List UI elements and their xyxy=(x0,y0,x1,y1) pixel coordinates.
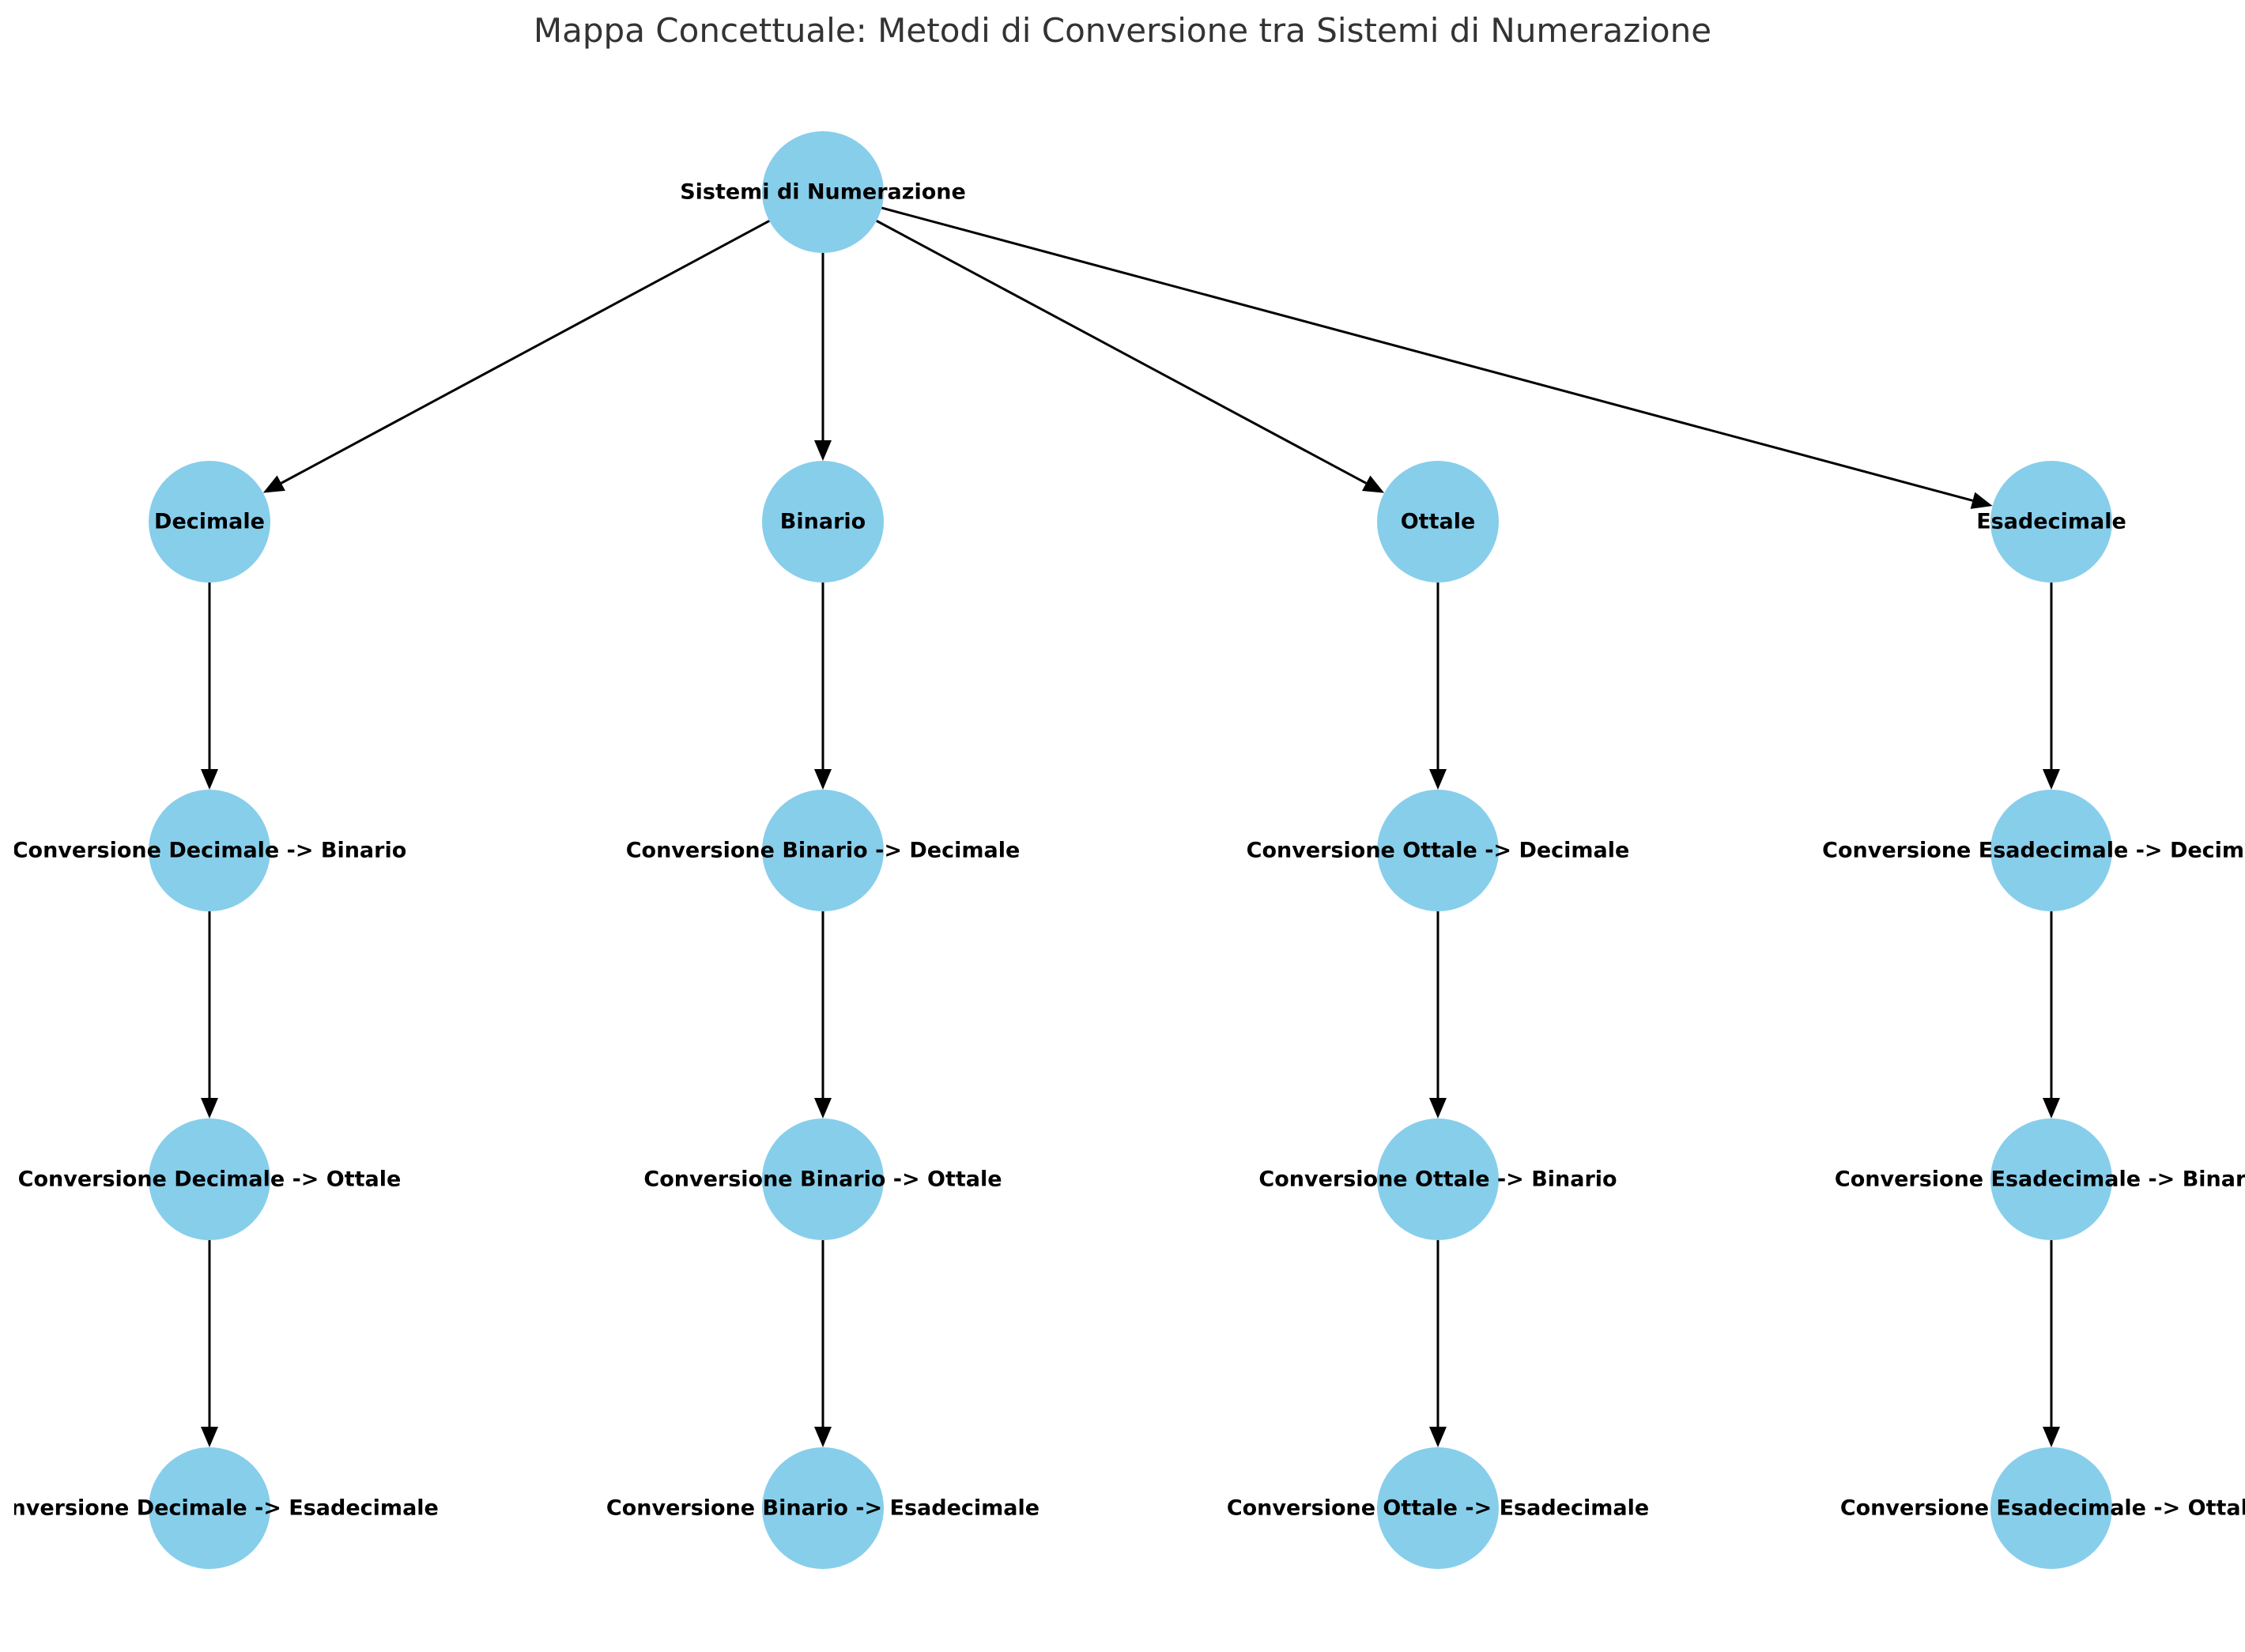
node-hex-bin: Conversione Esadecimale -> Binario xyxy=(1835,1118,2245,1240)
arrow-head-icon xyxy=(1429,1427,1447,1447)
node-oct: Ottale xyxy=(1377,461,1499,583)
edge-bin_dec-to-bin_oct xyxy=(814,911,832,1118)
node-circle xyxy=(1990,1118,2112,1240)
edge-root-to-hex xyxy=(881,206,1993,509)
node-label: Conversione Esadecimale -> Decimale xyxy=(1822,839,2245,863)
edge-line xyxy=(881,206,1973,502)
node-circle xyxy=(149,1118,270,1240)
node-hex-dec: Conversione Esadecimale -> Decimale xyxy=(1822,790,2245,911)
arrow-head-icon xyxy=(814,769,832,790)
edge-hex_bin-to-hex_oct xyxy=(2043,1240,2060,1447)
node-dec-hex: Conversione Decimale -> Esadecimale xyxy=(0,1447,439,1569)
edge-dec_oct-to-dec_hex xyxy=(201,1240,218,1447)
node-bin: Binario xyxy=(762,461,884,583)
node-hex-oct: Conversione Esadecimale -> Ottale xyxy=(1840,1447,2245,1569)
node-bin-oct: Conversione Binario -> Ottale xyxy=(643,1118,1002,1240)
node-bin-dec: Conversione Binario -> Decimale xyxy=(626,790,1021,911)
node-label: Conversione Decimale -> Esadecimale xyxy=(0,1496,439,1521)
node-label: Conversione Binario -> Esadecimale xyxy=(606,1496,1039,1521)
node-dec-bin: Conversione Decimale -> Binario xyxy=(13,790,407,911)
node-label: Conversione Decimale -> Binario xyxy=(13,839,407,863)
edge-root-to-bin xyxy=(814,253,832,461)
node-label: Conversione Ottale -> Decimale xyxy=(1247,839,1630,863)
node-oct-bin: Conversione Ottale -> Binario xyxy=(1258,1118,1617,1240)
arrow-head-icon xyxy=(201,769,218,790)
node-label: Conversione Esadecimale -> Binario xyxy=(1835,1167,2245,1192)
edge-dec_bin-to-dec_oct xyxy=(201,911,218,1118)
arrow-head-icon xyxy=(814,1427,832,1447)
arrow-head-icon xyxy=(201,1098,218,1118)
node-label: Conversione Ottale -> Esadecimale xyxy=(1227,1496,1649,1521)
node-label: Conversione Binario -> Ottale xyxy=(643,1167,1002,1192)
edge-line xyxy=(281,220,770,485)
arrow-head-icon xyxy=(201,1427,218,1447)
node-root: Sistemi di Numerazione xyxy=(680,131,966,253)
diagram-title: Mappa Concettuale: Metodi di Conversione… xyxy=(534,11,1711,50)
node-label: Conversione Ottale -> Binario xyxy=(1258,1167,1617,1192)
edge-hex-to-hex_dec xyxy=(2043,583,2060,790)
node-circle xyxy=(149,790,270,911)
node-label: Ottale xyxy=(1401,510,1476,534)
arrow-head-icon xyxy=(2043,769,2060,790)
edge-line xyxy=(876,220,1367,485)
node-circle xyxy=(762,461,884,583)
edge-oct_bin-to-oct_hex xyxy=(1429,1240,1447,1447)
node-oct-dec: Conversione Ottale -> Decimale xyxy=(1247,790,1630,911)
arrow-head-icon xyxy=(2043,1098,2060,1118)
arrow-head-icon xyxy=(262,475,285,493)
node-label: Esadecimale xyxy=(1976,510,2126,534)
node-circle xyxy=(1990,1447,2112,1569)
node-oct-hex: Conversione Ottale -> Esadecimale xyxy=(1227,1447,1649,1569)
node-circle xyxy=(1990,461,2112,583)
node-circle xyxy=(1377,1118,1499,1240)
arrow-head-icon xyxy=(814,440,832,461)
arrow-head-icon xyxy=(1429,1098,1447,1118)
edges-layer xyxy=(201,206,2060,1447)
node-label: Sistemi di Numerazione xyxy=(680,180,966,205)
edge-hex_dec-to-hex_bin xyxy=(2043,911,2060,1118)
node-circle xyxy=(149,1447,270,1569)
arrow-head-icon xyxy=(814,1098,832,1118)
node-label: Conversione Binario -> Decimale xyxy=(626,839,1021,863)
node-label: Conversione Esadecimale -> Ottale xyxy=(1840,1496,2245,1521)
node-circle xyxy=(1377,461,1499,583)
arrow-head-icon xyxy=(2043,1427,2060,1447)
node-circle xyxy=(762,1447,884,1569)
edge-dec-to-dec_bin xyxy=(201,583,218,790)
node-circle xyxy=(1377,1447,1499,1569)
node-circle xyxy=(1377,790,1499,911)
edge-root-to-dec xyxy=(262,220,770,493)
arrow-head-icon xyxy=(1970,492,1993,509)
node-circle xyxy=(762,790,884,911)
node-bin-hex: Conversione Binario -> Esadecimale xyxy=(606,1447,1039,1569)
arrow-head-icon xyxy=(1362,475,1385,493)
node-circle xyxy=(149,461,270,583)
node-label: Conversione Decimale -> Ottale xyxy=(18,1167,402,1192)
edge-oct-to-oct_dec xyxy=(1429,583,1447,790)
node-dec: Decimale xyxy=(149,461,270,583)
node-dec-oct: Conversione Decimale -> Ottale xyxy=(18,1118,402,1240)
node-circle xyxy=(762,131,884,253)
node-label: Binario xyxy=(780,510,866,534)
node-circle xyxy=(1990,790,2112,911)
edge-oct_dec-to-oct_bin xyxy=(1429,911,1447,1118)
edge-bin_oct-to-bin_hex xyxy=(814,1240,832,1447)
arrow-head-icon xyxy=(1429,769,1447,790)
node-label: Decimale xyxy=(154,510,265,534)
edge-root-to-oct xyxy=(876,220,1385,493)
node-hex: Esadecimale xyxy=(1976,461,2126,583)
node-circle xyxy=(762,1118,884,1240)
edge-bin-to-bin_dec xyxy=(814,583,832,790)
